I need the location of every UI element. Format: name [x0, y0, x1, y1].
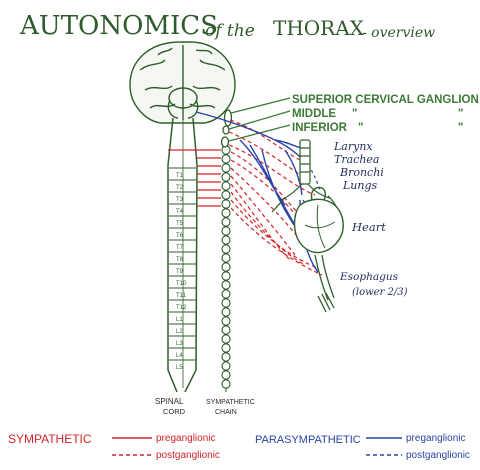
chain-ganglion [221, 244, 231, 254]
sympathetic-preganglionic-fibers [168, 149, 221, 207]
chain-top-ganglia [220, 109, 233, 148]
column-labels: SPINAL CORD SYMPATHETIC CHAIN [155, 397, 255, 416]
middle-ditto: " [352, 108, 357, 120]
chain-ganglion [221, 289, 231, 299]
middle-cervical-ganglion [222, 125, 230, 135]
vertebra-label: T6 [176, 233, 184, 239]
brain [129, 41, 236, 124]
superior-cervical-ganglion [223, 109, 233, 127]
title-thorax: THORAX [273, 16, 365, 40]
ganglion-labels: SUPERIOR CERVICAL GANGLION MIDDLE " " IN… [292, 94, 479, 134]
legend: SYMPATHETIC preganglionic postganglionic… [8, 432, 470, 461]
title-of-the: of the [205, 21, 255, 41]
vertebra-label: T12 [176, 305, 187, 311]
vertebra-label: L2 [176, 329, 183, 335]
vertebra-label: L4 [176, 353, 183, 359]
legend-parasympathetic: PARASYMPATHETIC preganglionic postgangli… [255, 433, 470, 461]
legend-sympathetic-post-label: postganglionic [156, 450, 220, 461]
vertebra-label: T2 [176, 185, 184, 191]
inferior-cervical-ganglion [220, 136, 230, 148]
esophagus-label: Esophagus [339, 271, 399, 283]
chain-ganglion [221, 352, 231, 362]
organ-labels: Larynx Trachea Bronchi Lungs Heart Esoph… [333, 140, 408, 298]
middle-pointer [228, 110, 291, 130]
title-suffix: - overview [362, 25, 435, 41]
spinal-cord [167, 117, 198, 393]
chain-ganglion [221, 190, 231, 200]
chain-ganglion [221, 334, 231, 344]
title-main: AUTONOMICS [19, 11, 218, 41]
middle-ditto-2: " [458, 108, 463, 120]
legend-parasympathetic-pre-label: preganglionic [406, 433, 466, 444]
ganglion-pointers [228, 97, 291, 142]
spinal-cord-label-2: CORD [163, 407, 186, 416]
vertebra-label: T7 [176, 245, 184, 251]
trachea-label: Trachea [334, 153, 379, 166]
legend-parasympathetic-label: PARASYMPATHETIC [255, 434, 361, 446]
chain-ganglion [221, 262, 231, 272]
inferior-ditto-2: " [458, 122, 463, 134]
chain-ganglion [221, 343, 231, 353]
chain-ganglion [221, 154, 231, 164]
chain-ganglion [221, 208, 231, 218]
chain-ganglion [221, 361, 231, 371]
vertebra-label: T4 [176, 209, 184, 215]
middle-label: MIDDLE [292, 108, 336, 120]
vertebra-label: T1 [176, 173, 184, 179]
chain-ganglion [221, 217, 231, 227]
esophagus-note: (lower 2/3) [352, 287, 408, 298]
trachea-shape [299, 139, 311, 185]
legend-parasympathetic-post-label: postganglionic [406, 450, 470, 461]
vertebra-label: T10 [176, 281, 187, 287]
superior-pointer [230, 97, 291, 114]
bronchi-label: Bronchi [339, 166, 384, 179]
vertebra-label: T8 [176, 257, 184, 263]
legend-sympathetic-label: SYMPATHETIC [8, 432, 92, 446]
chain-ganglion [221, 379, 231, 389]
chain-label-1: SYMPATHETIC [206, 399, 255, 406]
vertebra-label: T9 [176, 269, 184, 275]
sympathetic-chain [221, 145, 231, 392]
inferior-label: INFERIOR [292, 122, 348, 134]
chain-label-2: CHAIN [215, 409, 237, 416]
chain-ganglion [221, 172, 231, 182]
chain-ganglion [221, 307, 231, 317]
chain-ganglion [221, 163, 231, 173]
vertebra-label: T11 [176, 293, 187, 299]
larynx-label: Larynx [333, 140, 373, 153]
vertebra-label: L3 [176, 341, 183, 347]
heart-label: Heart [351, 220, 386, 234]
chain-ganglion [221, 199, 231, 209]
heart [293, 186, 344, 254]
inferior-ditto: " [358, 122, 363, 134]
chain-ganglion [221, 325, 231, 335]
vertebra-label: T5 [176, 221, 184, 227]
legend-sympathetic: SYMPATHETIC preganglionic postganglionic [8, 432, 220, 461]
chain-ganglion [221, 181, 231, 191]
lungs-label: Lungs [342, 179, 378, 192]
chain-ganglion [221, 226, 231, 236]
chain-ganglion [221, 280, 231, 290]
superior-label: SUPERIOR CERVICAL GANGLION [292, 94, 479, 106]
vertebra-label: L5 [176, 365, 183, 371]
title: AUTONOMICS of the THORAX - overview [19, 11, 435, 41]
legend-sympathetic-pre-label: preganglionic [156, 433, 216, 444]
trachea-bronchi [271, 139, 339, 213]
esophagus [314, 254, 335, 313]
vertebra-label: L1 [176, 317, 183, 323]
spinal-cord-label-1: SPINAL [155, 397, 184, 406]
vertebra-label: T3 [176, 197, 184, 203]
chain-ganglion [221, 253, 231, 263]
chain-ganglion [221, 316, 231, 326]
chain-ganglion [221, 298, 231, 308]
chain-ganglion [221, 271, 231, 281]
chain-ganglion [221, 235, 231, 245]
chain-ganglion [221, 370, 231, 380]
